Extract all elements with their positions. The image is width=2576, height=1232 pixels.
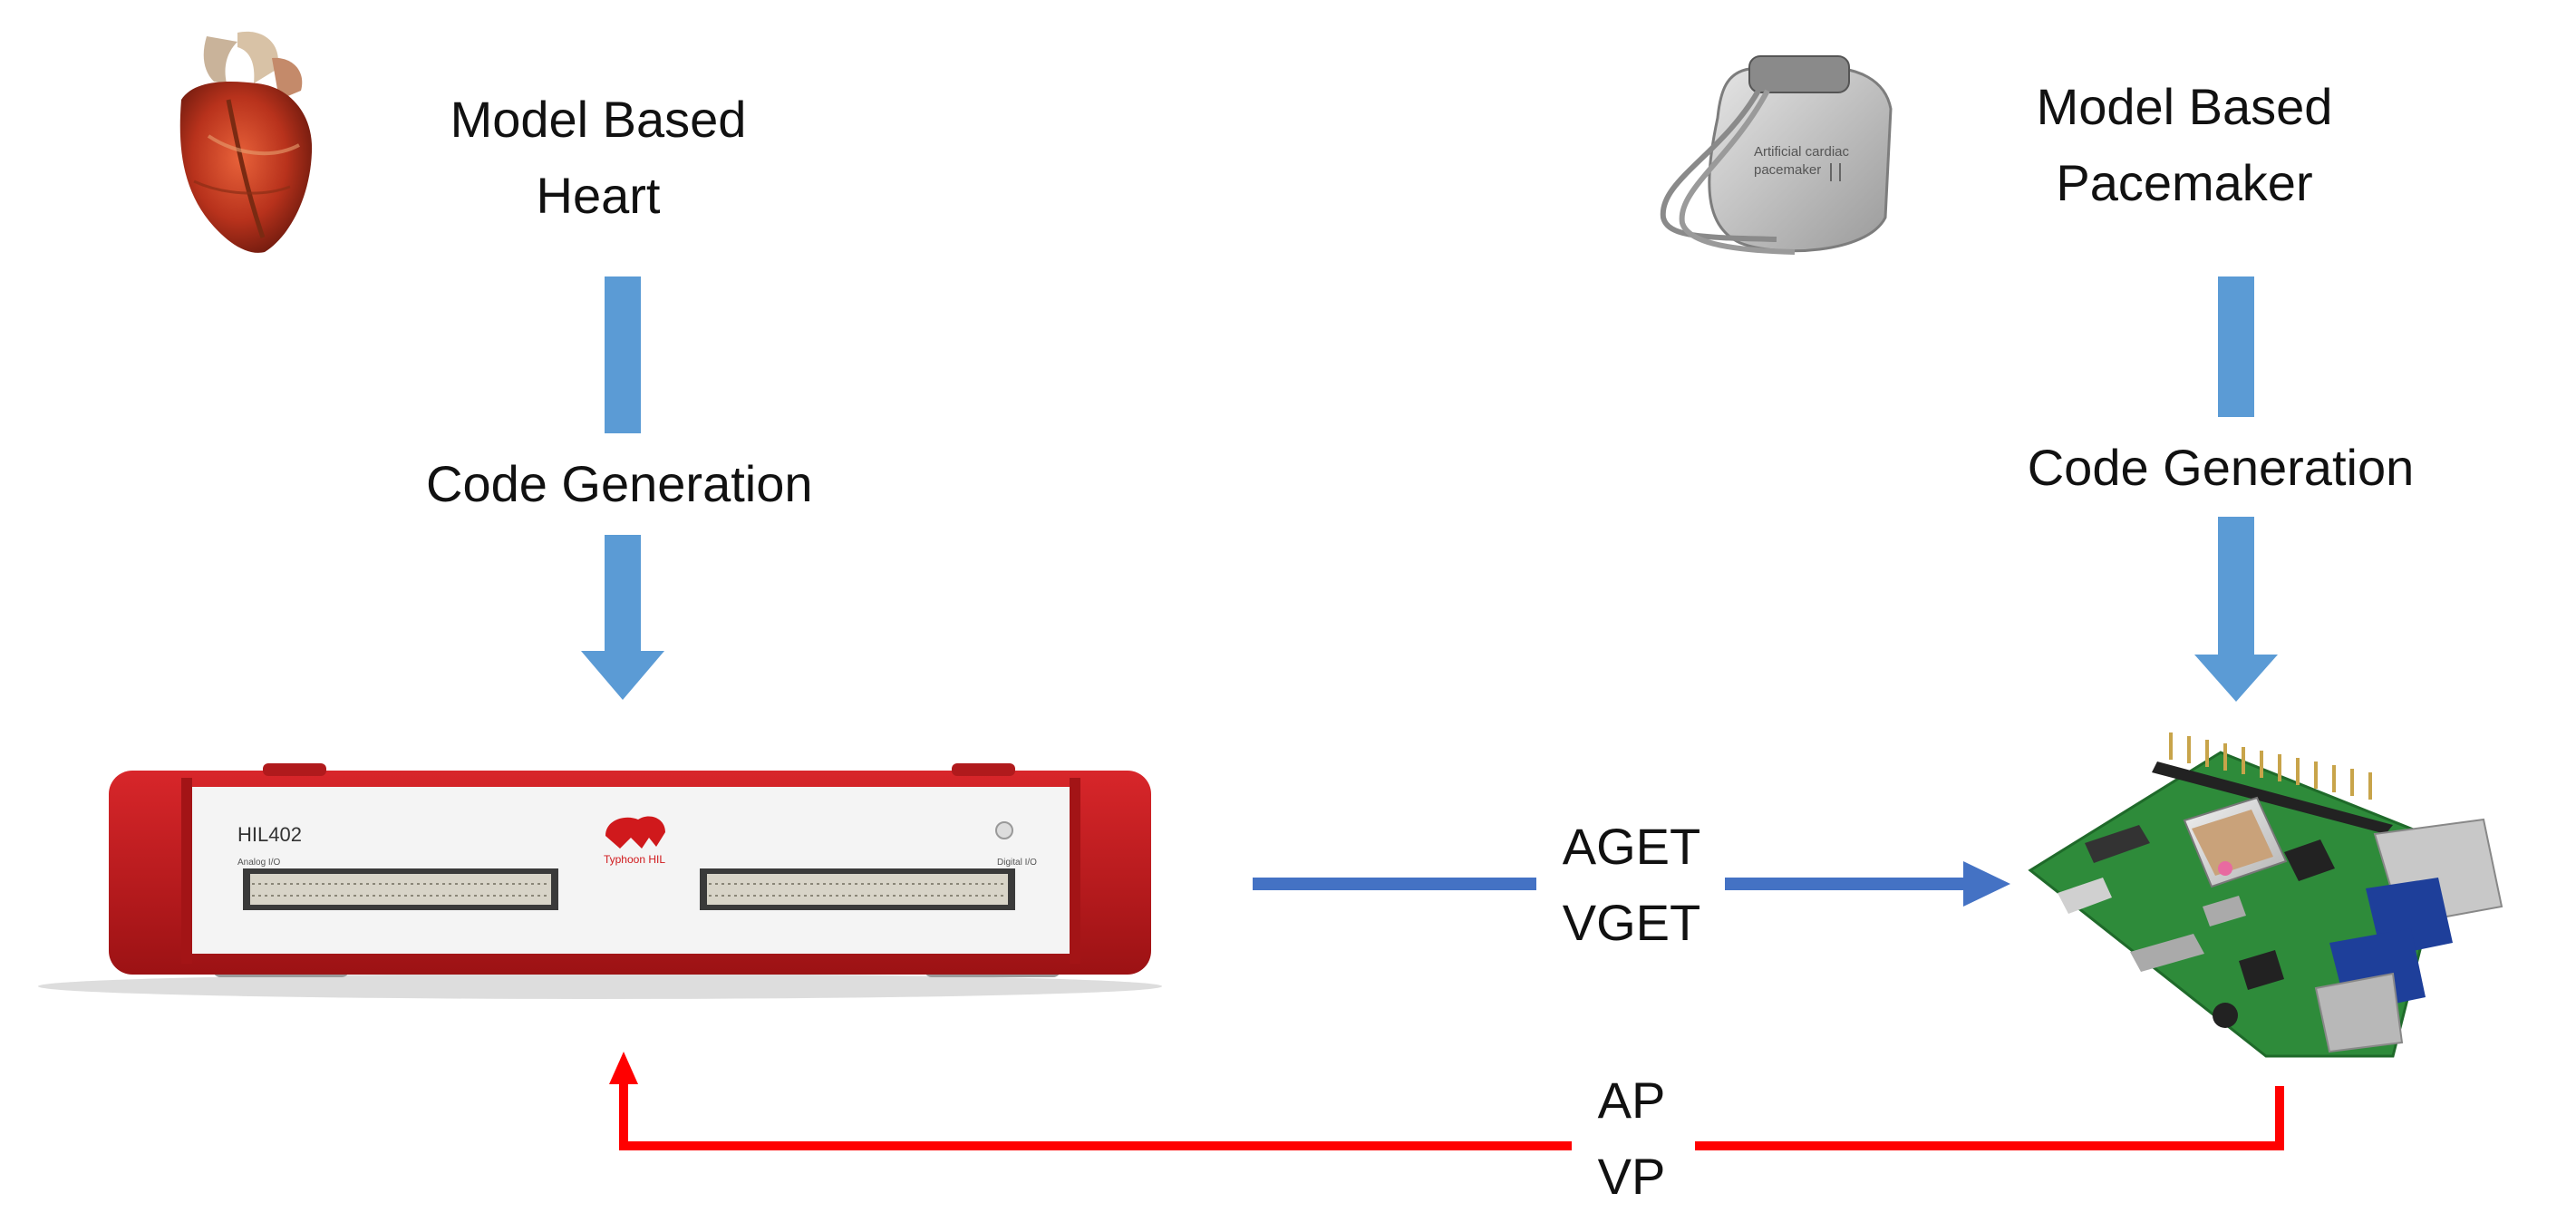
pacemaker-image: Artificial cardiac pacemaker xyxy=(1660,55,1893,255)
pacemaker-text-line2: pacemaker xyxy=(1754,162,1821,178)
typhoon-logo: Typhoon HIL xyxy=(604,816,665,866)
heart-image xyxy=(179,31,313,253)
return-signal-ap: AP xyxy=(1597,1072,1666,1129)
heart-title-line2: Heart xyxy=(536,167,661,224)
pacemaker-title-line2: Pacemaker xyxy=(2056,154,2313,211)
pacemaker-title: Model Based Pacemaker xyxy=(1949,69,2420,221)
right-codegen-arrow xyxy=(2194,276,2278,702)
return-signal-labels: AP VP xyxy=(1541,1062,1722,1215)
pacemaker-title-line1: Model Based xyxy=(2036,78,2333,135)
hil-brand-label: Typhoon HIL xyxy=(604,853,665,866)
forward-arrow xyxy=(1253,861,2010,907)
left-codegen-arrow xyxy=(581,276,664,700)
heart-title-line1: Model Based xyxy=(450,91,747,148)
return-signal-vp: VP xyxy=(1597,1148,1666,1205)
left-codegen-label: Code Generation xyxy=(426,455,813,512)
hil-port-right-label: Digital I/O xyxy=(997,858,1037,868)
forward-signal-aget: AGET xyxy=(1562,818,1701,875)
hil-device-image: HIL402 Analog I/O Digital I/O Typhoon HI… xyxy=(38,763,1162,999)
pacemaker-text-line1: Artificial cardiac xyxy=(1754,144,1850,160)
return-arrow xyxy=(609,1052,2284,1150)
right-codegen-label: Code Generation xyxy=(2027,439,2415,496)
heart-title: Model Based Heart xyxy=(363,82,834,234)
forward-signal-labels: AGET VGET xyxy=(1541,809,1722,961)
forward-signal-vget: VGET xyxy=(1562,894,1701,951)
hil-model-label: HIL402 xyxy=(237,823,302,846)
hil-port-left-label: Analog I/O xyxy=(237,858,280,868)
raspberry-pi-image xyxy=(2028,732,2503,1058)
